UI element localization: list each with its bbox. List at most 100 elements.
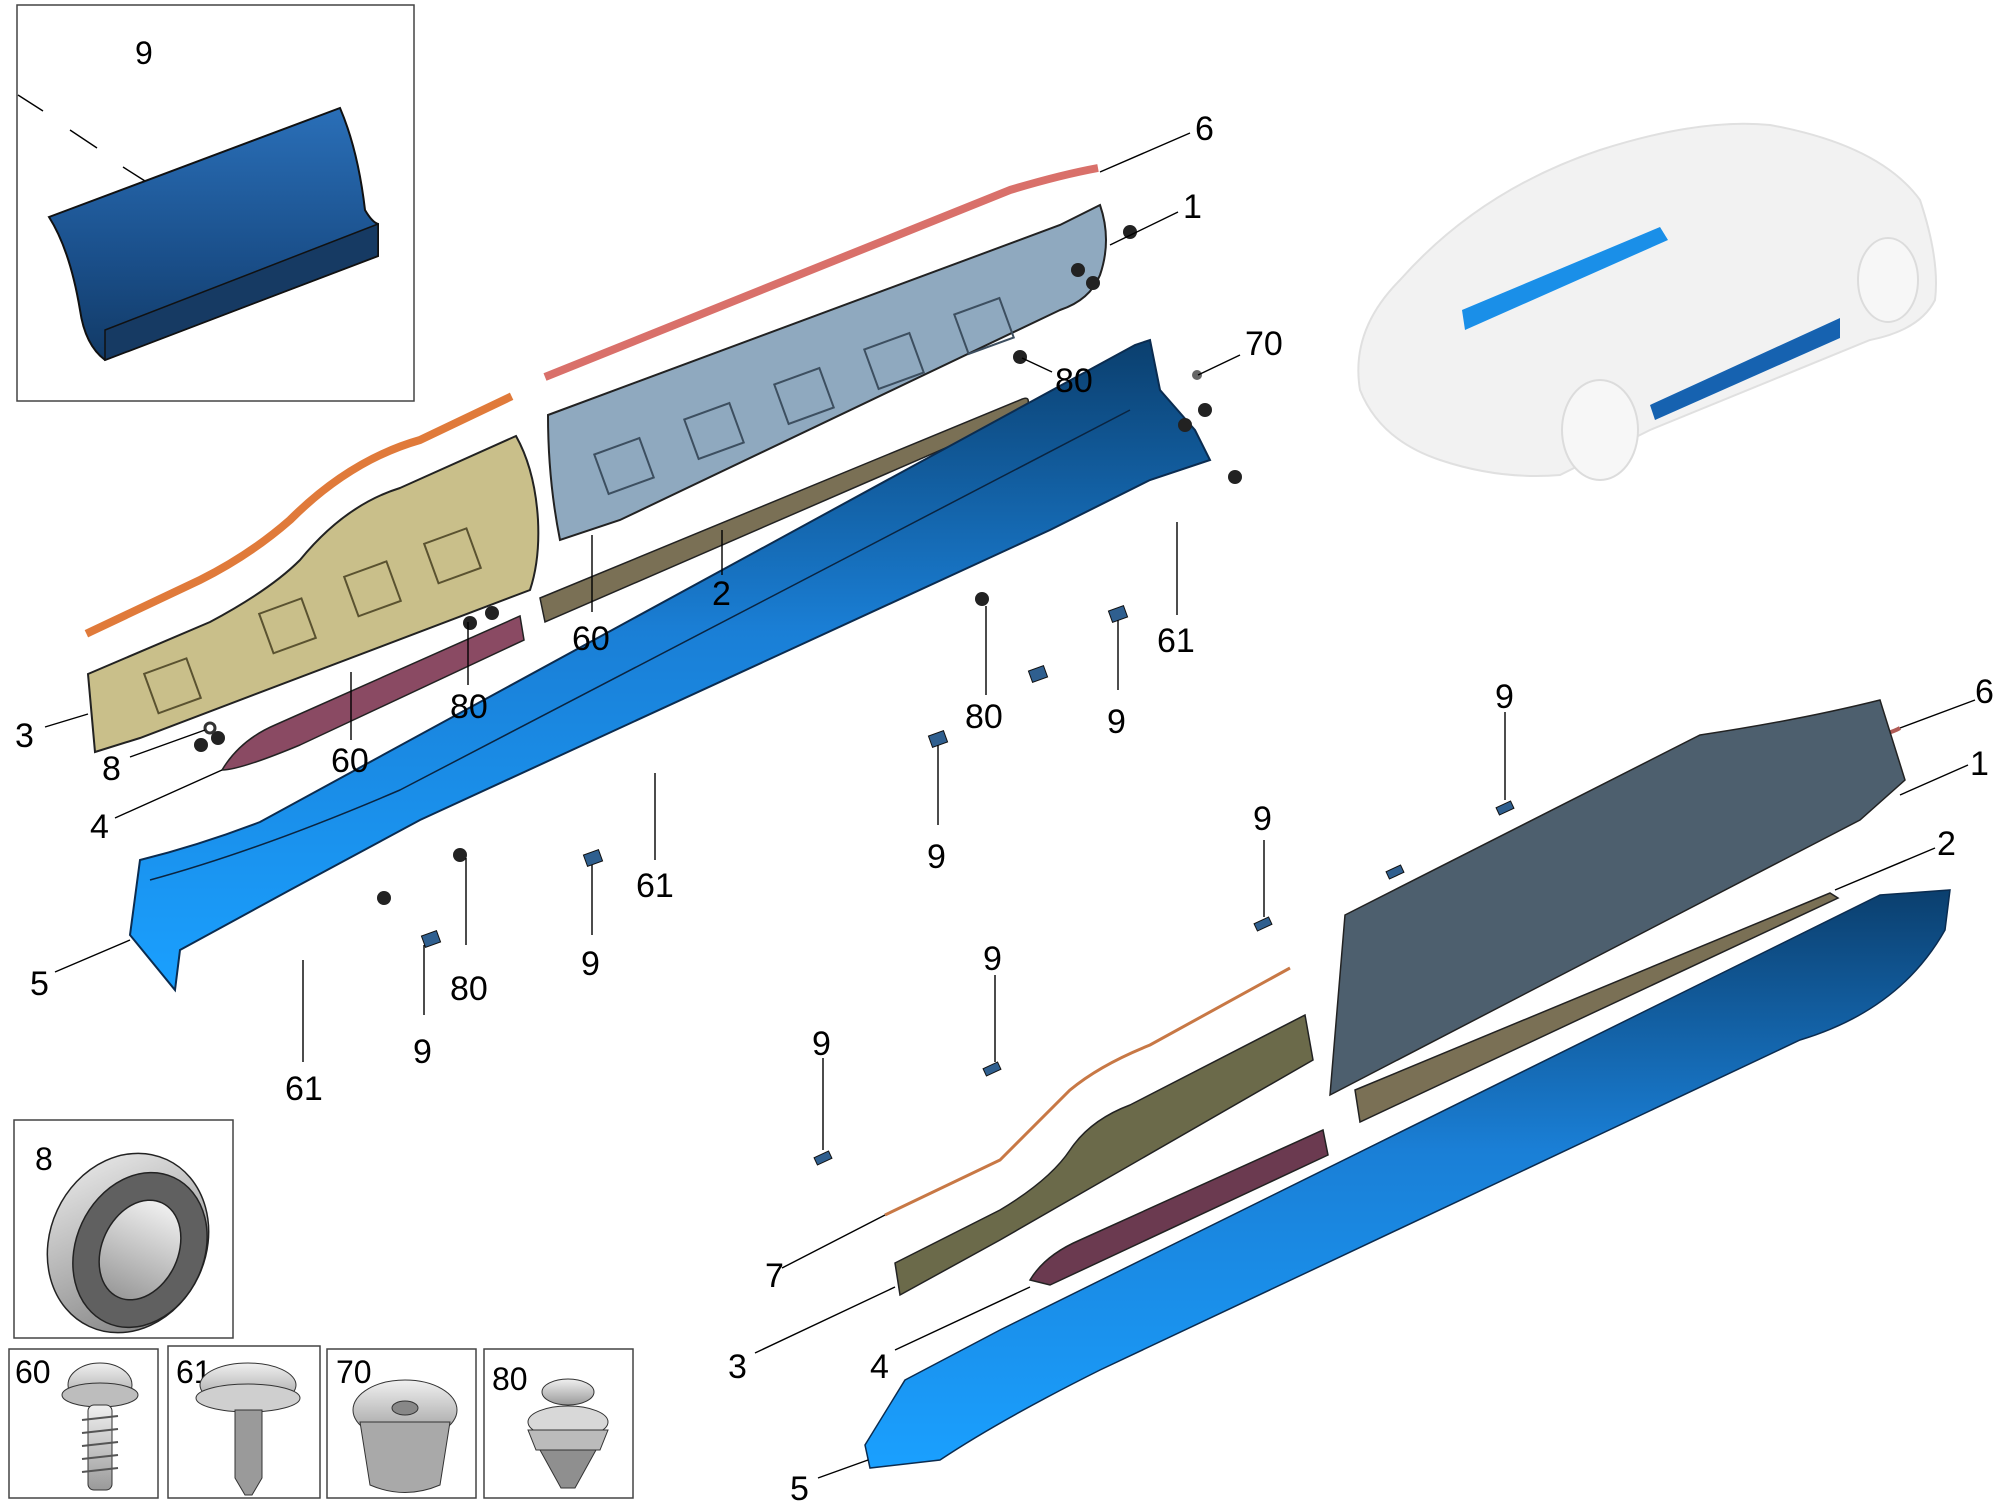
upper-assembly <box>84 164 1212 993</box>
clip-pad-icon <box>813 1150 833 1166</box>
clip-pad-base <box>104 222 379 362</box>
inset-60-label: 60 <box>15 1354 51 1390</box>
callout-l9d: 9 <box>812 1025 831 1063</box>
clip-pad-icon <box>1027 664 1049 684</box>
callout-80c: 80 <box>965 698 1003 736</box>
retaining-clip-icon <box>1123 225 1137 239</box>
inset-60-screw: 60 <box>8 1348 159 1499</box>
leader-l6 <box>1899 699 1976 729</box>
lower-callouts: 9 6 1 9 2 9 9 7 3 4 5 <box>728 673 1994 1508</box>
callout-l2: 2 <box>1937 825 1956 863</box>
highlight-inner-panel <box>1462 227 1668 330</box>
retaining-clip-icon <box>485 606 499 620</box>
panel-cutouts <box>592 296 1016 496</box>
callout-l9b: 9 <box>1253 800 1272 838</box>
leader-l5 <box>817 1459 869 1479</box>
callout-l4: 4 <box>870 1348 889 1386</box>
callout-1: 1 <box>1183 188 1202 226</box>
callout-61b: 61 <box>636 867 674 905</box>
inner-panel-front <box>86 434 540 754</box>
lower-assembly <box>864 699 1951 1469</box>
trim-strip-front <box>220 614 525 771</box>
leader-l1 <box>1899 764 1969 796</box>
vehicle-wheel <box>1857 237 1919 323</box>
clip-pad-icon <box>1495 800 1515 816</box>
callout-5: 5 <box>30 965 49 1003</box>
callout-61c: 61 <box>285 1070 323 1108</box>
inset-70-label: 70 <box>336 1354 372 1390</box>
callout-61: 61 <box>1157 622 1195 660</box>
clip-pad-icon <box>1107 604 1129 624</box>
retaining-clip-legs <box>539 1449 597 1489</box>
inset-9-label: 9 <box>135 35 153 71</box>
screw-washer <box>61 1382 139 1408</box>
callout-60: 60 <box>572 620 610 658</box>
retaining-clip-skirt <box>527 1429 609 1451</box>
inner-panel-front-lower <box>894 1013 1314 1297</box>
retaining-clip-icon <box>377 891 391 905</box>
push-clip-body <box>234 1409 263 1496</box>
callout-l7: 7 <box>765 1257 784 1295</box>
leader-l3 <box>754 1286 896 1354</box>
fasteners-upper <box>194 225 1242 905</box>
locator-vehicle-view <box>1357 122 1937 481</box>
panel-cutouts <box>142 527 483 715</box>
callout-2: 2 <box>712 575 731 613</box>
sill-cover-lower <box>864 889 1951 1469</box>
callout-9d: 9 <box>413 1033 432 1071</box>
highlight-sill <box>1650 318 1840 420</box>
push-clip-flange <box>195 1383 301 1413</box>
callout-80: 80 <box>1055 362 1093 400</box>
inset-8-washer: 8 <box>13 1119 234 1339</box>
seal-strip-rear <box>543 164 1099 381</box>
leader-3 <box>44 713 89 728</box>
inset-9-clip-pad: 9 <box>16 4 415 402</box>
callout-8: 8 <box>102 750 121 788</box>
callout-9c: 9 <box>581 945 600 983</box>
callout-l9a: 9 <box>1495 678 1514 716</box>
callout-6: 6 <box>1195 110 1214 148</box>
leader-80 <box>1021 357 1053 373</box>
vehicle-body <box>1357 122 1937 477</box>
nut-insert-hole <box>391 1400 419 1416</box>
retaining-clip-icon <box>1071 263 1085 277</box>
seal-strip-front <box>84 392 514 638</box>
retaining-clip-cap <box>541 1378 595 1406</box>
screw-thread <box>81 1415 119 1473</box>
callout-l1: 1 <box>1970 745 1989 783</box>
callout-70: 70 <box>1245 325 1283 363</box>
retaining-clip-icon <box>453 848 467 862</box>
nut-insert-body <box>359 1421 451 1493</box>
callout-80d: 80 <box>450 970 488 1008</box>
inset-70-nut-insert: 70 <box>326 1348 477 1499</box>
leader-l4 <box>894 1286 1031 1351</box>
callout-3: 3 <box>15 717 34 755</box>
leader-8 <box>129 729 206 758</box>
leader-dash <box>17 94 44 112</box>
retaining-clip-icon <box>1198 403 1212 417</box>
trim-strip-front-lower <box>1028 1128 1329 1286</box>
callout-l5: 5 <box>790 1470 809 1508</box>
washer-ring-hole <box>98 1199 182 1301</box>
leader-70 <box>1197 354 1241 376</box>
inset-8-label: 8 <box>35 1141 53 1177</box>
callout-l3: 3 <box>728 1348 747 1386</box>
upper-callouts: 6 1 70 80 2 60 61 3 8 60 80 4 9 80 9 61 <box>15 110 1283 1108</box>
callout-9a: 9 <box>1107 703 1126 741</box>
leader-5 <box>54 939 131 973</box>
trim-strip-rear-lower <box>1354 892 1840 1124</box>
retaining-clip-icon <box>1086 276 1100 290</box>
clip-pad-icon <box>982 1061 1002 1077</box>
inset-80-label: 80 <box>492 1361 528 1397</box>
leader-l2 <box>1834 847 1936 891</box>
leader-4 <box>114 769 223 819</box>
clip-pad-icon <box>927 729 949 749</box>
retaining-clip-icon <box>211 731 225 745</box>
clip-pad-icon <box>420 929 442 949</box>
leader-6 <box>1099 132 1191 173</box>
callout-4: 4 <box>90 808 109 846</box>
callout-l6: 6 <box>1975 673 1994 711</box>
retaining-clip-icon <box>1013 350 1027 364</box>
callout-9b: 9 <box>927 838 946 876</box>
